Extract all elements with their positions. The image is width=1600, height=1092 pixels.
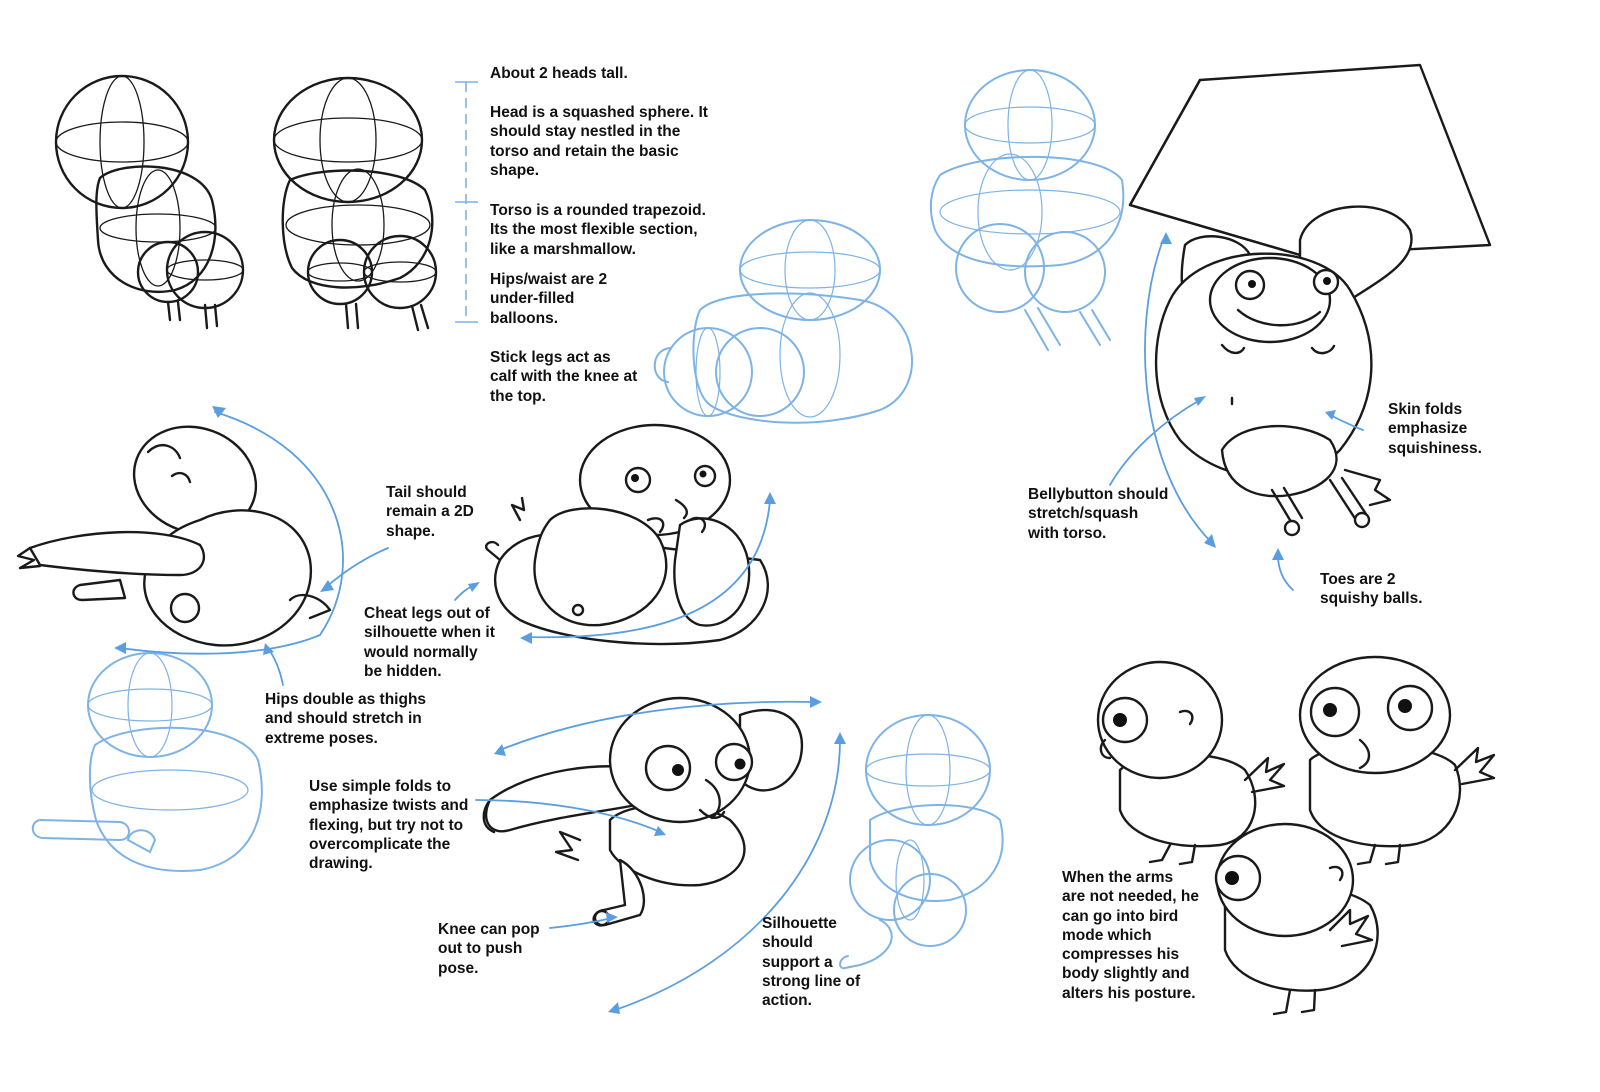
note-skin-folds: Skin folds emphasize squishiness. <box>1388 400 1482 458</box>
note-bird-mode: When the arms are not needed, he can go … <box>1062 868 1199 1003</box>
note-bellybutton: Bellybutton should stretch/squash with t… <box>1028 485 1168 543</box>
note-toes: Toes are 2 squishy balls. <box>1320 570 1423 609</box>
note-hips: Hips/waist are 2 under-filled balloons. <box>490 270 607 328</box>
note-legs: Stick legs act as calf with the knee at … <box>490 348 637 406</box>
blue-construction-standing <box>931 70 1123 350</box>
blue-construction-leaping <box>840 715 1002 968</box>
construction-figure-front-right <box>274 78 436 330</box>
note-knee: Knee can pop out to push pose. <box>438 920 540 978</box>
note-folds: Use simple folds to emphasize twists and… <box>309 777 468 873</box>
note-head: Head is a squashed sphere. It should sta… <box>490 103 708 180</box>
character-lifting-box <box>1130 65 1490 535</box>
height-guide <box>455 82 478 322</box>
note-heads-tall: About 2 heads tall. <box>490 64 628 83</box>
construction-figure-front-left <box>56 76 243 328</box>
bird-mode-character-2 <box>1300 657 1494 864</box>
note-cheat-legs: Cheat legs out of silhouette when it wou… <box>364 604 495 681</box>
note-torso: Torso is a rounded trapezoid. Its the mo… <box>490 201 706 259</box>
note-tail: Tail should remain a 2D shape. <box>386 483 474 541</box>
note-hips-thighs: Hips double as thighs and should stretch… <box>265 690 426 748</box>
blue-construction-crouch <box>33 653 262 871</box>
bird-mode-character-3 <box>1216 824 1378 1014</box>
character-leaping <box>484 698 802 925</box>
note-silhouette: Silhouette should support a strong line … <box>762 914 860 1010</box>
character-lying-down <box>486 425 768 644</box>
